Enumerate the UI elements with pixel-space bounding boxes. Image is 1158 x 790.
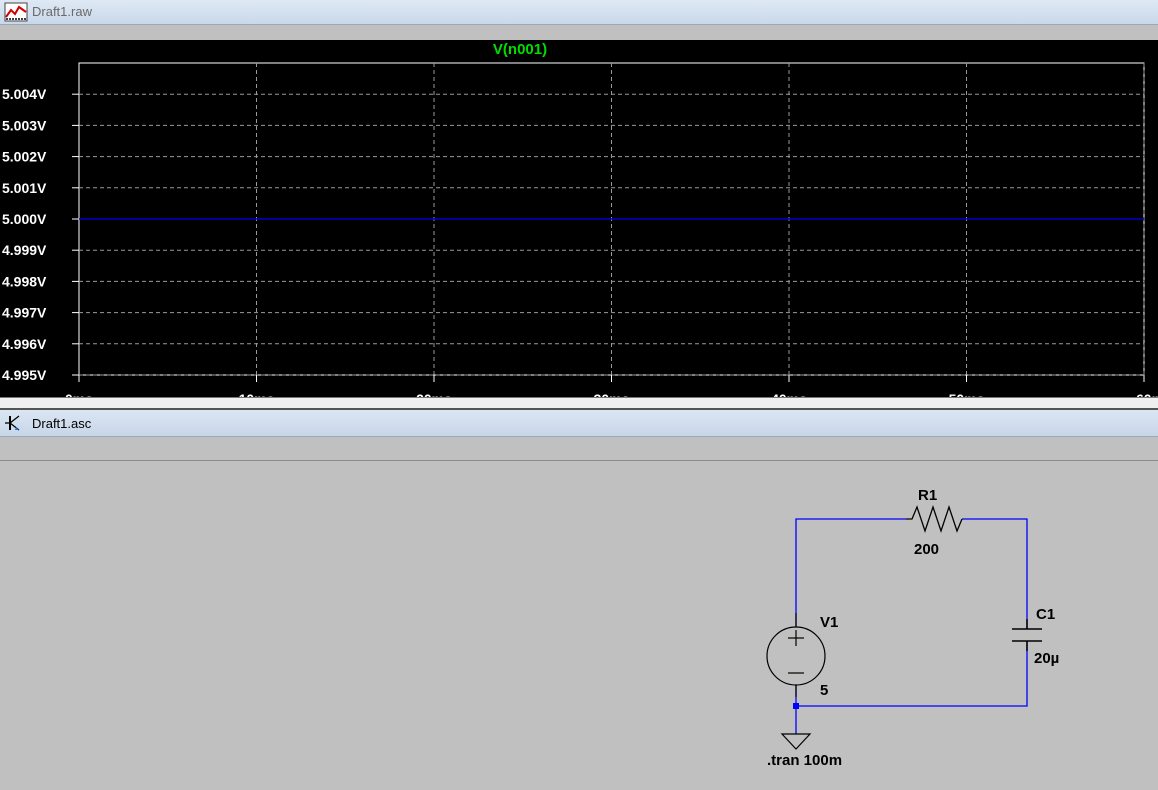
y-tick-label: 5.000V bbox=[2, 211, 47, 227]
resistor-r1-name: R1 bbox=[918, 487, 937, 504]
y-tick-label: 5.002V bbox=[2, 149, 47, 165]
voltage-source-v1-name: V1 bbox=[820, 614, 838, 631]
transistor-icon bbox=[4, 413, 24, 437]
schematic-window-title: Draft1.asc bbox=[32, 416, 92, 431]
waveform-plot-pane[interactable]: 5.004V 5.003V 5.002V 5.001V 5.000V 4.999V 4.99… bbox=[0, 40, 1158, 407]
pane-splitter[interactable] bbox=[0, 397, 1158, 410]
circuit-diagram[interactable]: R1 200 C1 20µ V1 5 .tran 100m bbox=[0, 461, 1158, 786]
resistor-r1-value: 200 bbox=[914, 541, 939, 558]
junction-dot bbox=[793, 703, 799, 709]
waveform-icon bbox=[4, 1, 28, 27]
wire-c1-to-ground[interactable] bbox=[796, 641, 1028, 707]
y-tick-label: 5.004V bbox=[2, 86, 47, 102]
y-tick-label: 4.997V bbox=[2, 305, 47, 321]
y-tick-label: 4.996V bbox=[2, 336, 47, 352]
schematic-window-titlebar[interactable]: Draft1.asc bbox=[0, 410, 1158, 437]
wire-v1-to-r1[interactable] bbox=[795, 518, 906, 627]
y-tick-label: 4.998V bbox=[2, 273, 47, 289]
capacitor-c1-symbol[interactable] bbox=[1012, 619, 1042, 651]
waveform-chart[interactable]: 5.004V 5.003V 5.002V 5.001V 5.000V 4.999V 4.99… bbox=[0, 40, 1158, 407]
wire-r1-to-c1[interactable] bbox=[962, 518, 1028, 629]
trace-label: V(n001) bbox=[493, 41, 547, 58]
spice-directive[interactable]: .tran 100m bbox=[767, 752, 842, 769]
y-tick-label: 4.999V bbox=[2, 242, 47, 258]
capacitor-c1-name: C1 bbox=[1036, 606, 1055, 623]
ground-symbol[interactable] bbox=[780, 733, 812, 750]
plot-window-title: Draft1.raw bbox=[32, 4, 92, 19]
schematic-canvas[interactable]: R1 200 C1 20µ V1 5 .tran 100m bbox=[0, 460, 1158, 786]
y-tick-label: 5.003V bbox=[2, 117, 47, 133]
voltage-source-v1-value: 5 bbox=[820, 682, 828, 699]
voltage-source-v1-symbol[interactable] bbox=[766, 613, 826, 697]
capacitor-c1-value: 20µ bbox=[1034, 650, 1059, 667]
resistor-r1-symbol[interactable] bbox=[906, 504, 963, 534]
plot-window-titlebar[interactable]: Draft1.raw bbox=[0, 0, 1158, 25]
y-tick-label: 4.995V bbox=[2, 367, 47, 383]
y-tick-label: 5.001V bbox=[2, 180, 47, 196]
wires[interactable] bbox=[795, 518, 1028, 734]
